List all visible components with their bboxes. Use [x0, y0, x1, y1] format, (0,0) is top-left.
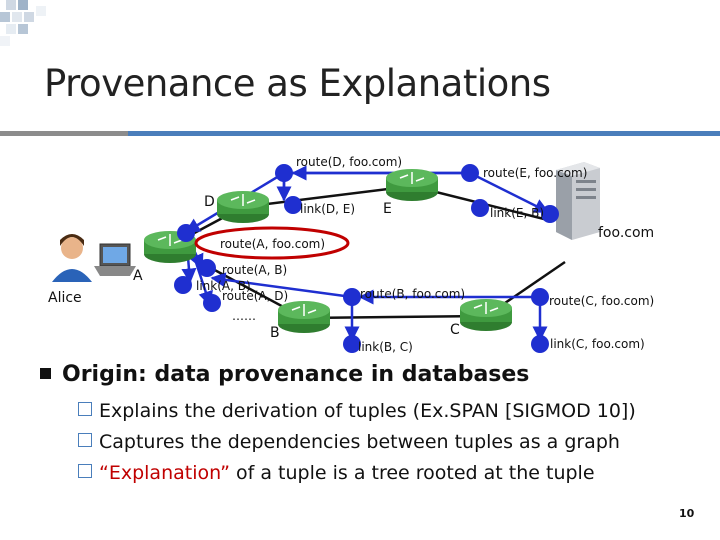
router-a [144, 231, 196, 263]
node-label-alice: Alice [48, 290, 82, 306]
tuple-link-e: link(E, B) [490, 206, 544, 220]
tuple-route-ab: route(A, B) [222, 263, 287, 277]
sub-bullet-3: “Explanation” of a tuple is a tree roote… [78, 462, 595, 484]
node-label-c: C [450, 322, 460, 338]
node-label-a: A [133, 268, 143, 284]
bullet-square-icon [40, 368, 51, 379]
router-e [386, 169, 438, 201]
tuple-route-c: route(C, foo.com) [549, 294, 654, 308]
tuple-link-de: link(D, E) [300, 202, 355, 216]
server-icon [556, 162, 600, 240]
node-label-d: D [204, 194, 215, 210]
laptop-icon [94, 243, 136, 276]
node-label-b: B [270, 325, 280, 341]
sub-bullet-1-text: Explains the derivation of tuples (Ex.SP… [99, 400, 636, 422]
bullet-origin-text: Origin: data provenance in databases [62, 362, 530, 387]
sub-bullet-2-text: Captures the dependencies between tuples… [99, 431, 620, 453]
tuple-nodes [174, 164, 559, 353]
tuple-ellipsis: …… [232, 309, 256, 323]
tuple-route-ad: route(A, D) [222, 289, 288, 303]
checkbox-bullet-icon [78, 402, 92, 416]
page-number: 10 [679, 507, 695, 520]
highlight-ellipse [194, 226, 350, 260]
bullet-origin: Origin: data provenance in databases [40, 362, 530, 387]
router-d [217, 191, 269, 223]
tuple-link-ab: link(A, B) [196, 279, 251, 293]
title-divider [0, 131, 720, 136]
tuple-link-bc: link(B, C) [358, 340, 413, 354]
tuple-route-a-foo: route(A, foo.com) [220, 237, 325, 251]
checkbox-bullet-icon [78, 464, 92, 478]
page-title: Provenance as Explanations [44, 62, 551, 105]
tuple-route-b: route(B, foo.com) [360, 287, 465, 301]
tuple-route-e: route(E, foo.com) [483, 166, 587, 180]
sub-bullet-3-text: of a tuple is a tree rooted at the tuple [229, 462, 595, 484]
user-icon [52, 234, 92, 282]
corner-decoration [0, 0, 46, 46]
tuple-link-c: link(C, foo.com) [550, 337, 645, 351]
router-b [278, 301, 330, 333]
explanation-term: “Explanation” [99, 462, 230, 484]
provenance-diagram: D E A B C Alice foo.com route(D, foo.com… [48, 155, 654, 354]
router-c [460, 299, 512, 331]
node-label-e: E [383, 201, 392, 217]
checkbox-bullet-icon [78, 433, 92, 447]
tuple-route-d: route(D, foo.com) [296, 155, 402, 169]
node-label-foo: foo.com [598, 225, 654, 241]
sub-bullet-1: Explains the derivation of tuples (Ex.SP… [78, 400, 636, 422]
sub-bullet-2: Captures the dependencies between tuples… [78, 431, 620, 453]
